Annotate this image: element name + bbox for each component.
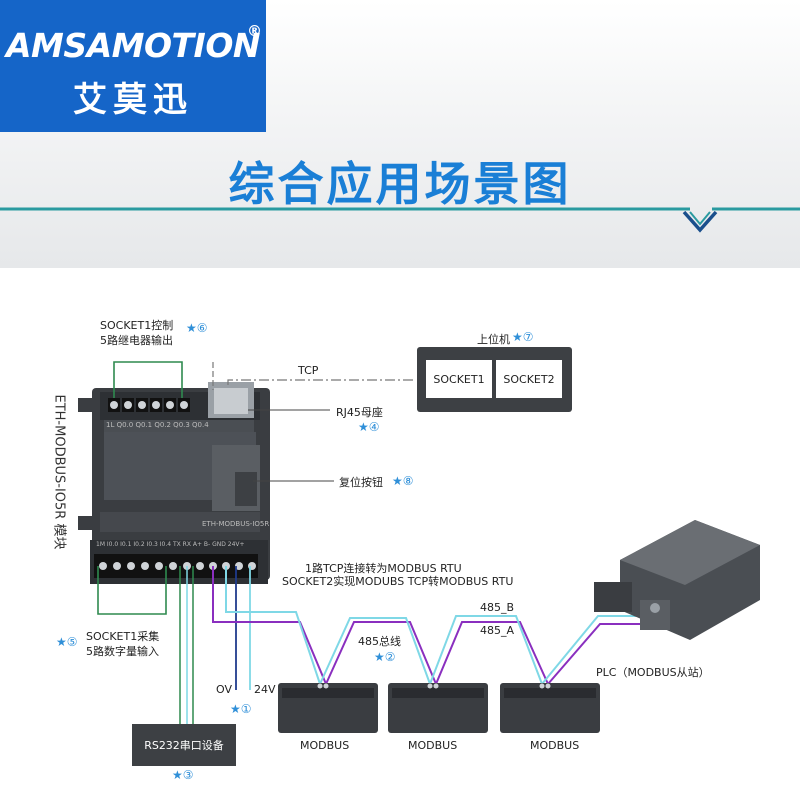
ov-label: OV — [216, 683, 232, 696]
modbus-device-2-label: MODBUS — [408, 739, 458, 752]
top-terminal-labels: 1L Q0.0 Q0.1 Q0.2 Q0.3 Q0.4 — [106, 421, 209, 429]
rs232-device-label: RS232串口设备 — [144, 739, 224, 752]
module-vertical-label: ETH-MODBUS-IO5R 模块 — [51, 394, 67, 550]
plc-device — [594, 520, 760, 640]
tcp-convert-line1: 1路TCP连接转为MODBUS RTU — [305, 562, 462, 575]
bottom-terminal-labels: 1M I0.0 I0.1 I0.2 I0.3 I0.4 TX RX A+ B- … — [96, 541, 245, 548]
24v-label: 24V — [254, 683, 276, 696]
eth-module — [78, 382, 270, 584]
modbus-device-3-label: MODBUS — [530, 739, 580, 752]
callout-8: ★⑧ — [392, 474, 414, 488]
modbus-device-2 — [388, 683, 488, 733]
modbus-device-1-label: MODBUS — [300, 739, 350, 752]
callout-7: ★⑦ — [512, 330, 534, 344]
rs485-bus-label: 485总线 — [358, 635, 401, 648]
plc-label: PLC（MODBUS从站） — [596, 666, 710, 679]
callout-1: ★① — [230, 702, 252, 716]
rs232-box — [132, 724, 236, 766]
logo-chinese: 艾莫迅 — [73, 80, 193, 120]
callout-5: ★⑤ — [56, 635, 78, 649]
callout-4: ★④ — [358, 420, 380, 434]
reset-button-label: 复位按钮 — [339, 476, 383, 489]
rs485-a-label: 485_A — [480, 624, 515, 637]
registered-mark: ® — [247, 22, 262, 40]
title-separator — [0, 207, 800, 233]
socket2-box-label: SOCKET2 — [503, 373, 555, 386]
tcp-convert-line2: SOCKET2实现MODUBS TCP转MODBUS RTU — [282, 575, 514, 588]
module-inner-label: ETH-MODBUS-IO5R — [202, 520, 270, 528]
callout-6: ★⑥ — [186, 321, 208, 335]
callout-2: ★② — [374, 650, 396, 664]
socket1-box-label: SOCKET1 — [433, 373, 485, 386]
callout-3: ★③ — [172, 768, 194, 782]
modbus-device-1 — [278, 683, 378, 733]
rj45-label: RJ45母座 — [336, 406, 383, 419]
tcp-label: TCP — [298, 364, 319, 377]
page-title: 综合应用场景图 — [228, 157, 572, 211]
logo-english: AMSAMOTION — [5, 26, 261, 65]
host-label: 上位机 — [477, 333, 510, 346]
socket1-control-desc: 5路继电器输出 — [100, 334, 173, 347]
socket1-input-label: SOCKET1采集 — [86, 630, 160, 643]
brand-logo: AMSAMOTION ® 艾莫迅 — [0, 0, 266, 132]
socket1-input-desc: 5路数字量输入 — [86, 645, 159, 658]
rs485-b-label: 485_B — [480, 601, 515, 614]
modbus-device-3 — [500, 683, 600, 733]
socket1-control-label: SOCKET1控制 — [100, 319, 174, 332]
